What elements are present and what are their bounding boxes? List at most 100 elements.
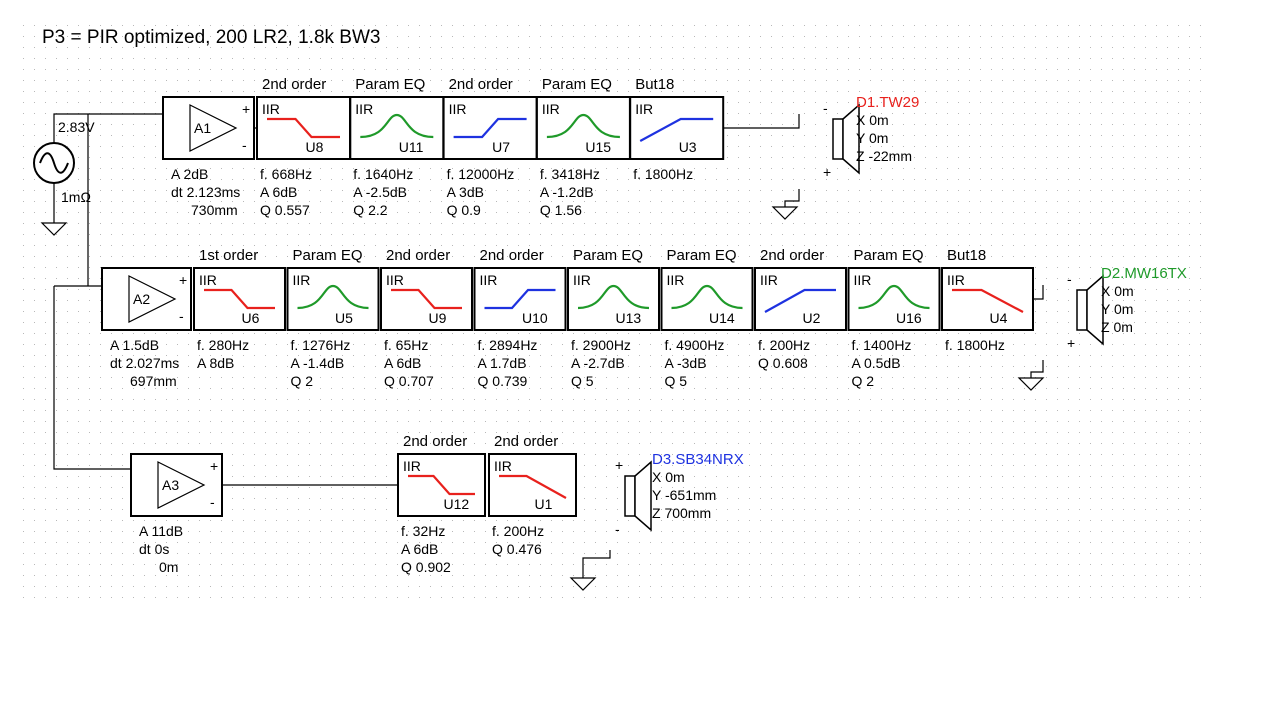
filter-kind: IIR [494, 458, 512, 474]
filter-param: A -1.2dB [540, 184, 594, 200]
filter-param: f. 32Hz [401, 523, 445, 539]
filter-response-curve [267, 117, 340, 139]
filter-id: U8 [306, 139, 324, 155]
filter-param: Q 2 [852, 373, 875, 389]
filter-id: U11 [399, 139, 424, 155]
filter-response-curve [391, 288, 462, 310]
filter-param: Q 2.2 [353, 202, 387, 218]
filter-id: U14 [709, 310, 735, 326]
minus-terminal: - [210, 494, 215, 510]
filter-kind: IIR [262, 101, 280, 117]
wire [784, 189, 800, 207]
filter-param: A 1.7dB [478, 355, 527, 371]
schematic-title: P3 = PIR optimized, 200 LR2, 1.8k BW3 [42, 27, 380, 48]
ground-icon [40, 222, 68, 236]
amplifier-label: A1 [194, 120, 211, 136]
filter-kind: IIR [449, 101, 467, 117]
speaker-magnet [832, 118, 844, 160]
minus-terminal: - [242, 137, 247, 153]
filter-id: U16 [896, 310, 922, 326]
filter-id: U12 [444, 496, 470, 512]
filter-id: U9 [429, 310, 447, 326]
filter-param: A 6dB [260, 184, 297, 200]
driver-terminal-top: - [823, 100, 828, 116]
filter-response-curve [671, 284, 743, 310]
plus-terminal: + [210, 458, 218, 474]
filter-kind: IIR [667, 272, 685, 288]
filter-id: U4 [990, 310, 1008, 326]
filter-kind: IIR [386, 272, 404, 288]
driver-coordinate: Y 0m [856, 130, 888, 146]
filter-kind: IIR [403, 458, 421, 474]
filter-param: Q 5 [571, 373, 594, 389]
filter-response-curve [484, 288, 556, 310]
filter-param: f. 65Hz [384, 337, 428, 353]
filter-id: U3 [679, 139, 697, 155]
filter-param: A 6dB [384, 355, 421, 371]
speaker-icon [1086, 274, 1104, 346]
driver-terminal-bottom: - [615, 521, 620, 537]
filter-param: A -2.5dB [353, 184, 407, 200]
amplifier-param: A 1.5dB [110, 337, 159, 353]
filter-param: f. 280Hz [197, 337, 249, 353]
filter-param: Q 0.557 [260, 202, 310, 218]
filter-response-curve [546, 113, 620, 139]
driver-coordinate: Z 700mm [652, 505, 711, 521]
plus-terminal: + [179, 272, 187, 288]
filter-param: A 8dB [197, 355, 234, 371]
ground-icon [771, 206, 799, 220]
filter-param: f. 1800Hz [945, 337, 1005, 353]
ground-icon [1017, 377, 1045, 391]
speaker-icon [842, 103, 860, 175]
filter-param: f. 2894Hz [478, 337, 538, 353]
wire [582, 550, 611, 578]
filter-param: Q 0.707 [384, 373, 434, 389]
filter-header: 2nd order [262, 76, 326, 93]
wire [53, 286, 131, 470]
filter-header: But18 [947, 247, 986, 264]
filter-header: Param EQ [573, 247, 643, 264]
filter-kind: IIR [199, 272, 217, 288]
filter-param: Q 0.476 [492, 541, 542, 557]
filter-param: f. 200Hz [758, 337, 810, 353]
filter-id: U15 [585, 139, 611, 155]
driver-coordinate: Z -22mm [856, 148, 912, 164]
filter-box [567, 267, 660, 331]
filter-response-curve [408, 474, 475, 496]
filter-param: Q 0.739 [478, 373, 528, 389]
filter-response-curve [360, 113, 434, 139]
amplifier-label: A2 [133, 291, 150, 307]
filter-response-curve [499, 474, 567, 499]
filter-param: f. 1400Hz [852, 337, 912, 353]
filter-param: f. 12000Hz [447, 166, 515, 182]
driver-name: D1.TW29 [856, 94, 919, 111]
filter-box [629, 96, 725, 160]
filter-response-curve [577, 284, 650, 310]
filter-param: A -3dB [665, 355, 707, 371]
